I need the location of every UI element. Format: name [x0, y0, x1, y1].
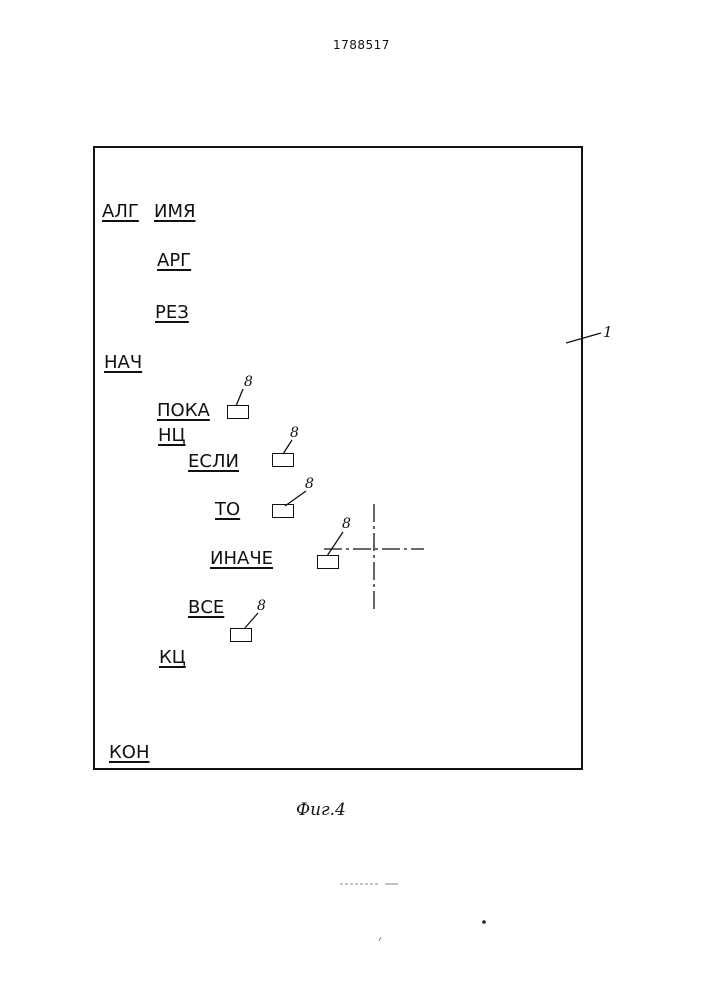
input-field-poka	[227, 405, 249, 419]
keyword-to: ТО	[215, 500, 240, 520]
input-field-to	[272, 504, 294, 518]
ref-label-8-to: 8	[305, 477, 314, 491]
keyword-inache: ИНАЧЕ	[210, 549, 273, 569]
figure-caption: Фиг.4	[296, 800, 346, 820]
keyword-arg: АРГ	[157, 251, 191, 271]
ref-label-8-esli: 8	[290, 426, 299, 440]
keyword-nach: НАЧ	[104, 353, 142, 373]
input-field-esli	[272, 453, 294, 467]
ref-label-8-inache: 8	[342, 517, 351, 531]
ref-label-8-poka: 8	[244, 375, 253, 389]
ref-label-8-vse: 8	[257, 599, 266, 613]
keyword-nts: НЦ	[158, 426, 186, 446]
input-field-inache	[317, 555, 339, 569]
patent-number: 1788517	[333, 38, 390, 52]
screen-frame	[93, 146, 583, 770]
keyword-esli: ЕСЛИ	[188, 452, 239, 472]
keyword-name: ИМЯ	[154, 202, 196, 222]
keyword-alg: АЛГ	[102, 202, 139, 222]
keyword-vse: ВСЕ	[188, 598, 224, 618]
input-field-vse	[230, 628, 252, 642]
keyword-kts: КЦ	[159, 648, 186, 668]
keyword-rez: РЕЗ	[155, 303, 189, 323]
ref-label-frame: 1	[603, 325, 613, 339]
keyword-poka: ПОКА	[157, 401, 210, 421]
keyword-kon: КОН	[109, 743, 149, 763]
